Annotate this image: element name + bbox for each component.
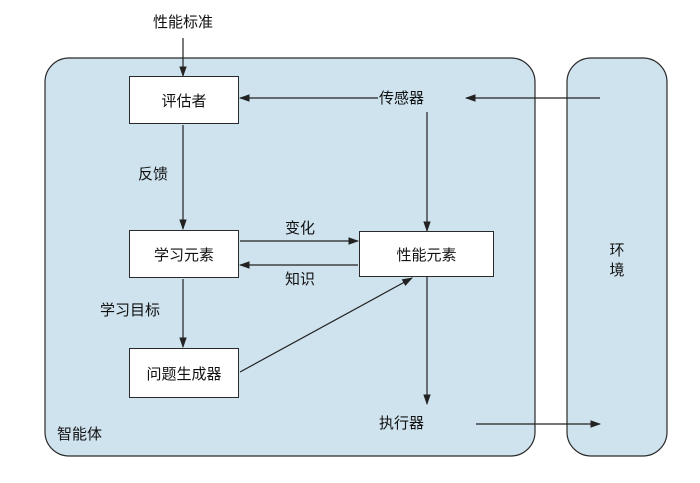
environment-label: 环 境 [609, 241, 625, 279]
actuators-label: 执行器 [379, 414, 425, 432]
learning-element-box: 学习元素 [129, 230, 239, 278]
problem-generator-box: 问题生成器 [129, 348, 239, 398]
sensors-label: 传感器 [379, 89, 425, 107]
critic-box: 评估者 [129, 76, 239, 124]
performance-standard-label: 性能标准 [152, 13, 214, 31]
feedback-label: 反馈 [138, 165, 169, 183]
agent-label: 智能体 [57, 425, 103, 443]
environment-region [566, 57, 668, 457]
arrow-problem-to-performance [239, 277, 413, 373]
changes-label: 变化 [284, 219, 316, 237]
learning-goals-label: 学习目标 [100, 301, 161, 319]
knowledge-label: 知识 [284, 270, 316, 288]
performance-element-box: 性能元素 [359, 231, 494, 277]
